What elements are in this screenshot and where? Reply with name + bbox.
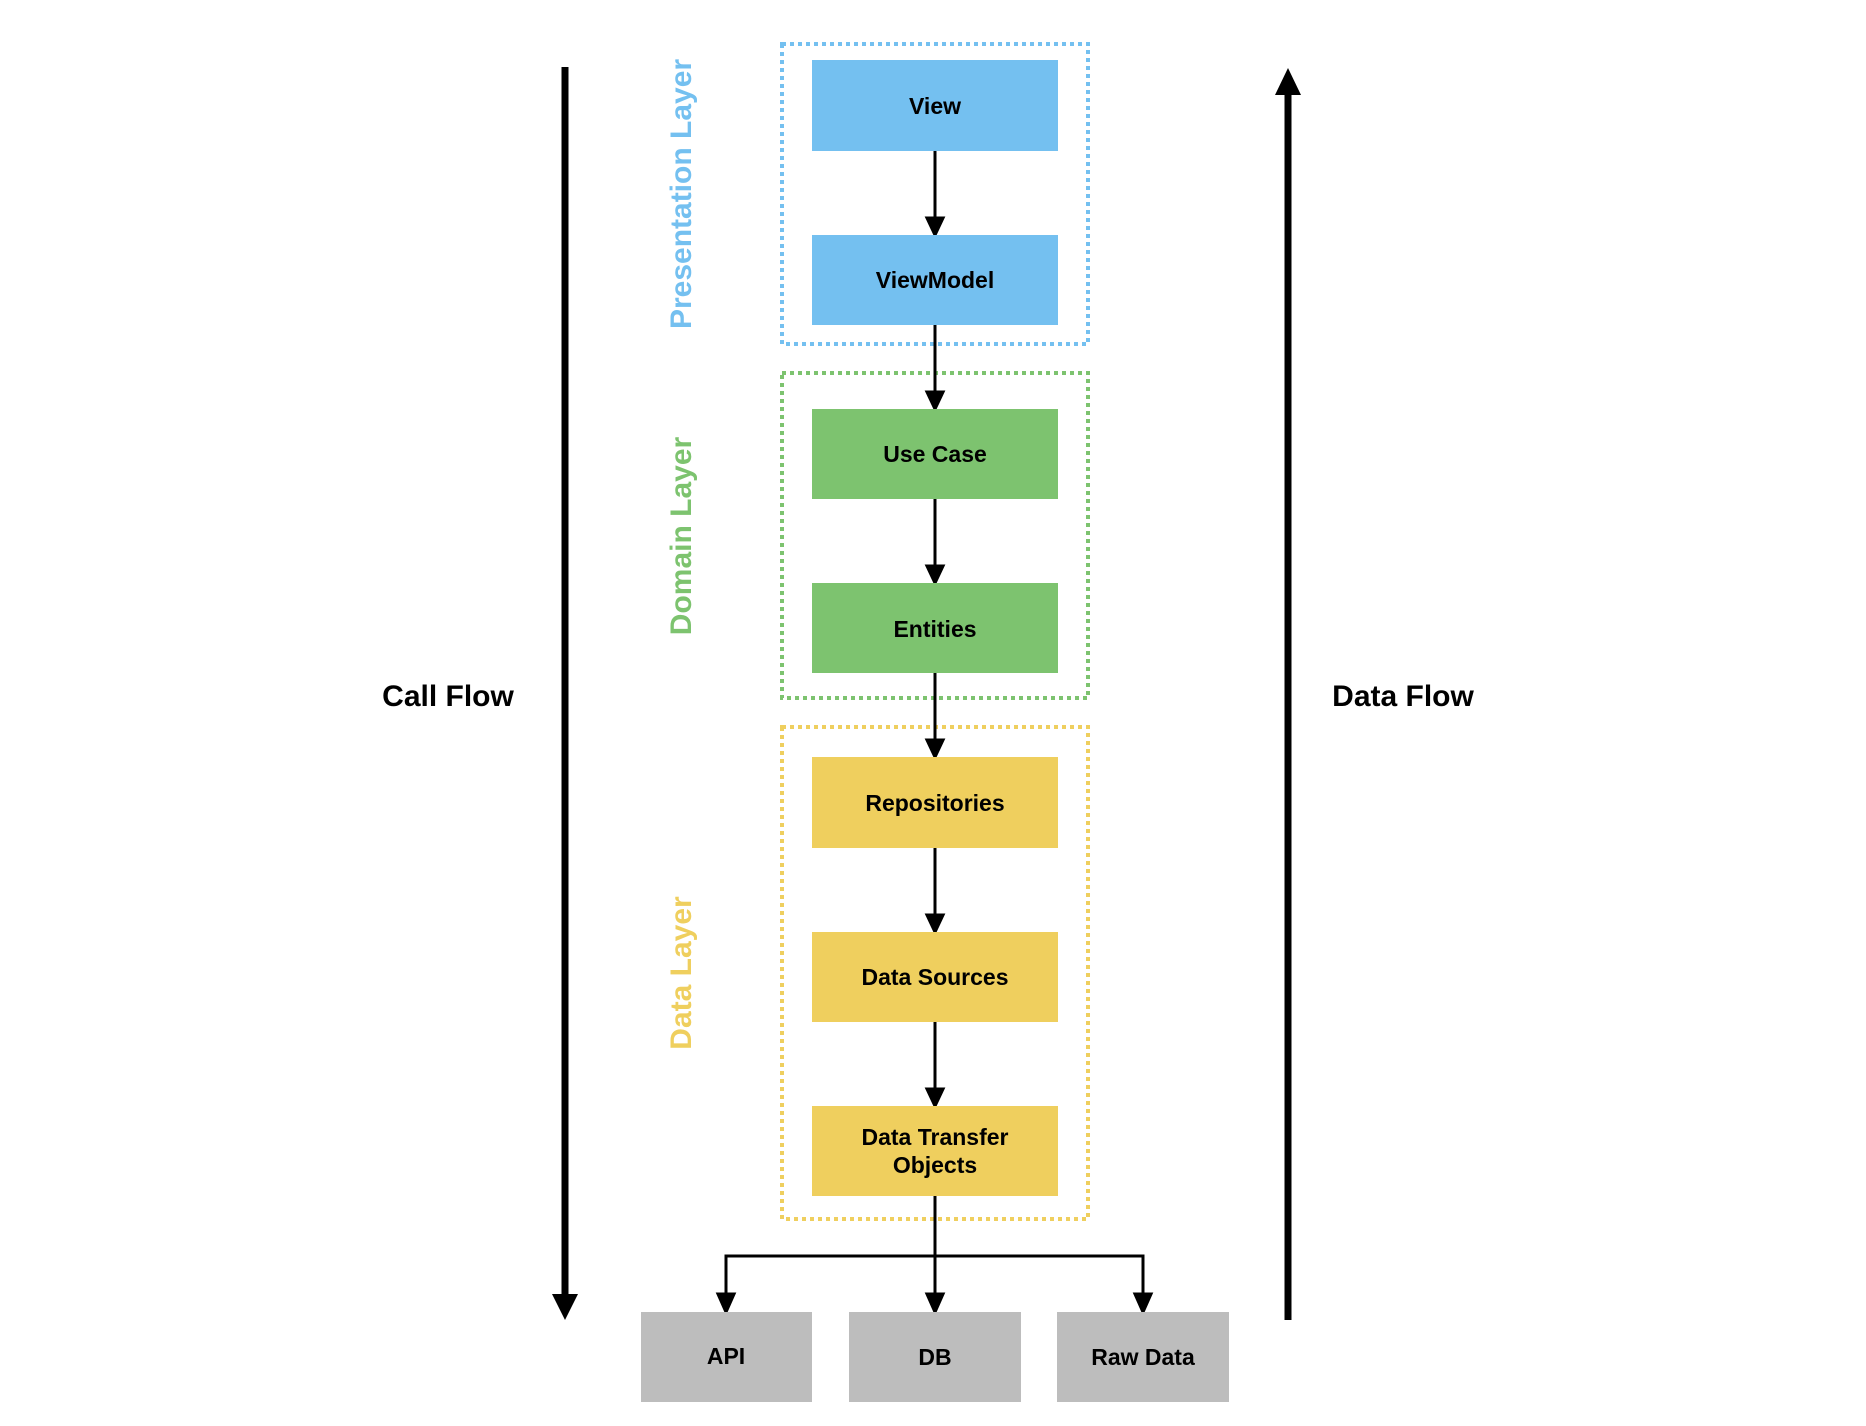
arrowhead-icon <box>924 1292 946 1316</box>
arrowhead-icon <box>924 913 946 936</box>
node-entities-label: Entities <box>893 616 976 642</box>
presentation-layer-label: Presentation Layer <box>665 59 698 329</box>
node-db-label: DB <box>918 1344 951 1370</box>
arrow-down-icon <box>552 1294 578 1320</box>
domain-layer-label: Domain Layer <box>665 436 698 635</box>
edge-branch-horizontal <box>724 1254 1145 1296</box>
arrow-up-icon <box>1275 68 1301 95</box>
arrowhead-icon <box>924 1087 946 1110</box>
node-usecase[interactable]: Use Case <box>812 409 1058 499</box>
node-repositories-label: Repositories <box>865 790 1004 816</box>
node-datasources[interactable]: Data Sources <box>812 932 1058 1022</box>
arrowhead-icon <box>1132 1292 1154 1316</box>
node-view-label: View <box>909 93 961 119</box>
arrowhead-icon <box>924 564 946 587</box>
node-dto-label-line2: Objects <box>893 1152 977 1178</box>
arrowhead-icon <box>924 390 946 413</box>
data-flow-label: Data Flow <box>1332 680 1474 713</box>
node-api[interactable]: API <box>641 1312 812 1402</box>
node-viewmodel-label: ViewModel <box>876 267 994 293</box>
node-db[interactable]: DB <box>849 1312 1021 1402</box>
node-rawdata-label: Raw Data <box>1091 1344 1195 1370</box>
data-flow-arrow <box>1275 68 1301 1320</box>
node-viewmodel[interactable]: ViewModel <box>812 235 1058 325</box>
call-flow-label: Call Flow <box>382 680 514 713</box>
connectors <box>715 151 1154 1316</box>
node-dto-label-line1: Data Transfer <box>861 1124 1008 1150</box>
call-flow-arrow <box>552 67 578 1320</box>
arrowhead-icon <box>715 1292 737 1316</box>
arrowhead-icon <box>924 738 946 761</box>
arrowhead-icon <box>924 216 946 239</box>
node-datasources-label: Data Sources <box>861 964 1008 990</box>
presentation-layer-container <box>780 42 1090 346</box>
node-view[interactable]: View <box>812 60 1058 151</box>
node-entities[interactable]: Entities <box>812 583 1058 673</box>
node-dto[interactable]: Data Transfer Objects <box>812 1106 1058 1196</box>
node-api-label: API <box>707 1343 745 1369</box>
node-usecase-label: Use Case <box>883 441 987 467</box>
node-rawdata[interactable]: Raw Data <box>1057 1312 1229 1402</box>
data-layer-label: Data Layer <box>665 896 698 1050</box>
node-repositories[interactable]: Repositories <box>812 757 1058 848</box>
